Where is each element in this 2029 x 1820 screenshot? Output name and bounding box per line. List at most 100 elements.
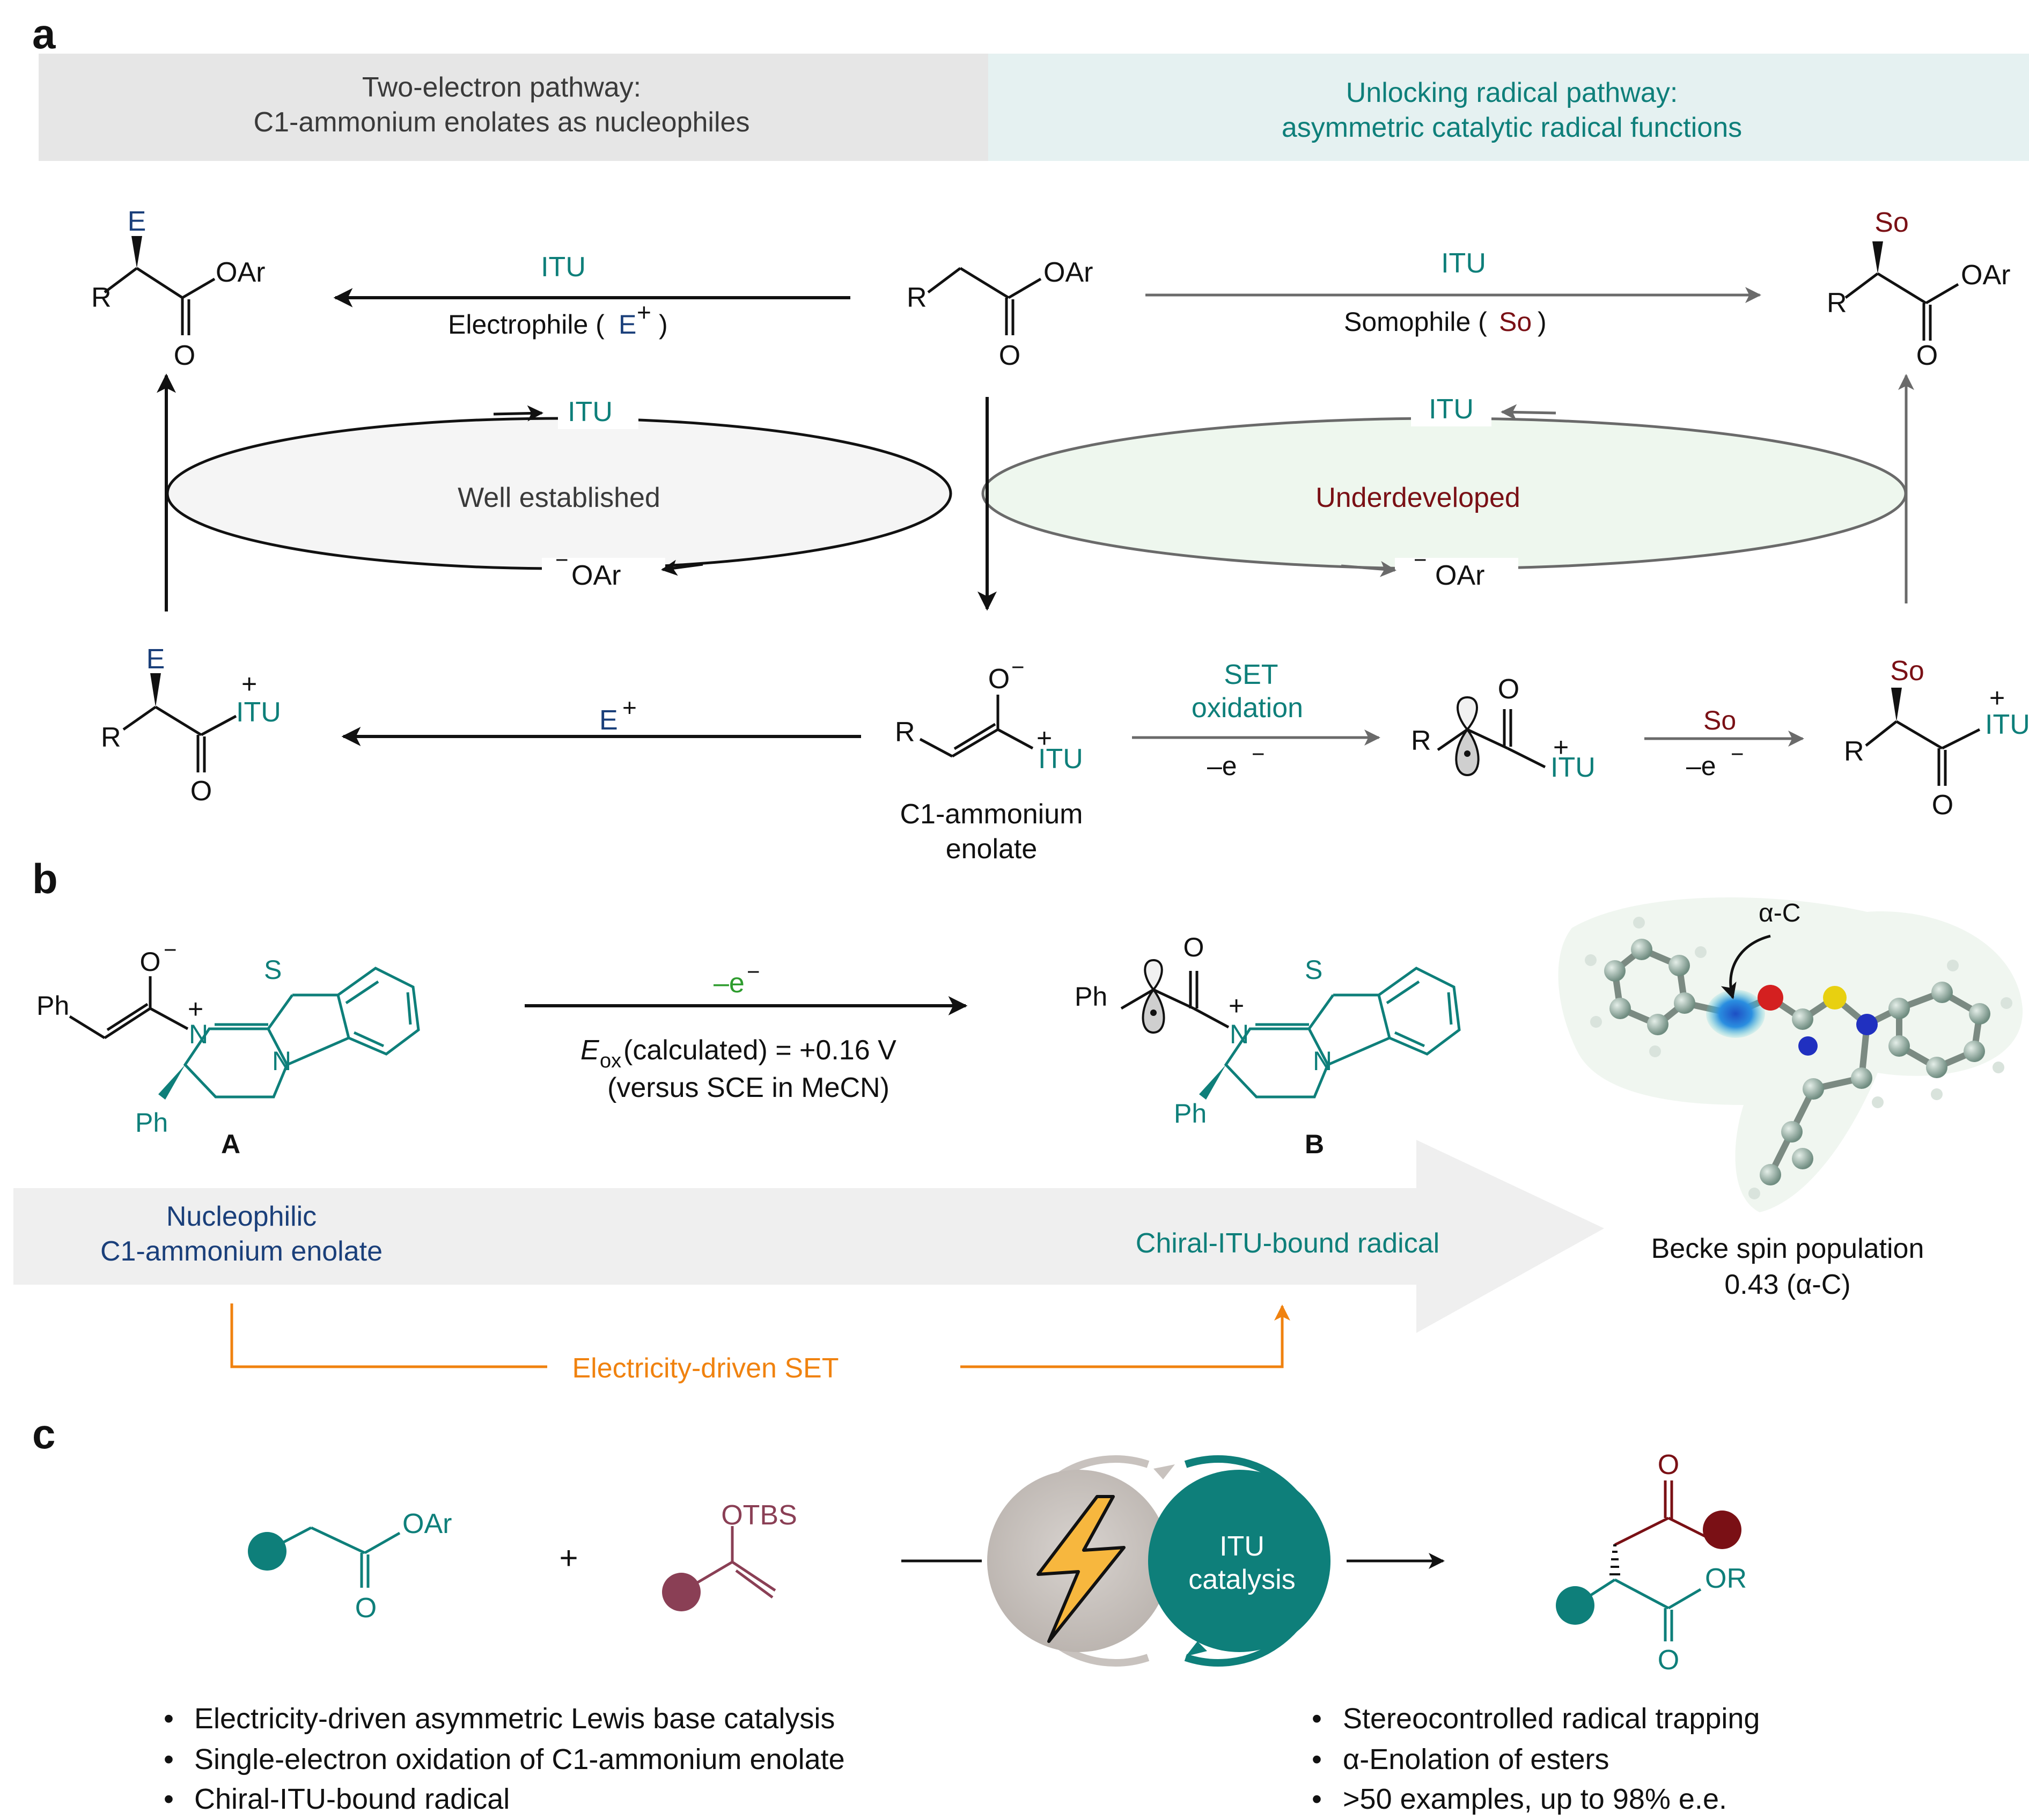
set-label-2: oxidation — [1192, 692, 1303, 724]
atom-O: O — [1932, 790, 1953, 821]
acylammonium-E — [122, 673, 237, 772]
bottom-left-arrow-E: E — [599, 705, 618, 736]
compound-A-structure — [69, 967, 420, 1100]
product-O-top: O — [1658, 1449, 1679, 1480]
orbital-lobe-icon — [1455, 696, 1480, 777]
product-somophile — [1844, 241, 1959, 341]
enol-dot — [662, 1573, 701, 1611]
cycle-left-minus: − — [555, 547, 569, 572]
set-label-1: SET — [1224, 659, 1278, 690]
right-arrow-So: So — [1499, 307, 1532, 337]
catalysis-line-2: catalysis — [1188, 1564, 1295, 1595]
c-O: O — [355, 1593, 377, 1624]
atom-O: O — [140, 947, 161, 977]
cycle-left-label: Well established — [458, 482, 660, 513]
radical-intermediate — [1437, 709, 1546, 769]
set-minus-sup: − — [1252, 741, 1265, 767]
atom-R: R — [91, 282, 112, 313]
atom-O: O — [174, 340, 195, 371]
panel-a-label: a — [32, 10, 56, 57]
panel-c-label: c — [32, 1410, 55, 1457]
atom-R: R — [1827, 288, 1847, 319]
bullet-right-2: α-Enolation of esters — [1343, 1743, 1609, 1775]
bullet-dot: • — [1312, 1783, 1322, 1815]
c1-ammonium-enolate — [919, 695, 1034, 758]
left-arrow-ITU: ITU — [541, 252, 586, 283]
atom-O: O — [1916, 340, 1938, 371]
compound-B-label: B — [1305, 1129, 1324, 1159]
atom-R: R — [1411, 725, 1431, 756]
orange-path-right — [960, 1305, 1290, 1368]
atom-O: O — [1183, 932, 1204, 962]
cycle-left-arrow-bottom — [661, 559, 703, 576]
right-arrow-close: ) — [1538, 307, 1547, 337]
catalysis-line-1: ITU — [1219, 1531, 1265, 1562]
cycle-left-ITU: ITU — [568, 396, 613, 428]
eox-conditions: (versus SCE in MeCN) — [607, 1072, 889, 1103]
substrate-ester — [927, 267, 1042, 335]
cycle-right-gap — [1411, 394, 1491, 426]
atom-O: O — [999, 340, 1020, 371]
atom-N: N — [1313, 1046, 1332, 1076]
cycle-left-arrow-top — [493, 405, 543, 422]
c-OAr: OAr — [402, 1508, 452, 1539]
bullets-right: • Stereocontrolled radical trapping • α-… — [1312, 1703, 1760, 1815]
atom-R: R — [1844, 736, 1864, 767]
band-left-1: Nucleophilic — [166, 1201, 317, 1232]
atom-S: S — [1305, 955, 1322, 985]
enolate-label-2: enolate — [946, 834, 1038, 865]
header-right-band — [988, 54, 2029, 161]
reactant-ester — [267, 1526, 401, 1588]
atom-So: So — [1890, 655, 1924, 687]
left-arrow-E: E — [619, 310, 636, 340]
alpha-c-label: α-C — [1759, 899, 1800, 927]
bullet-dot: • — [164, 1743, 174, 1775]
atom-R: R — [895, 717, 915, 748]
left-arrow-label: Electrophile ( — [448, 310, 605, 340]
eox-sub: ox — [600, 1050, 621, 1072]
left-arrow-close: ) — [659, 310, 668, 340]
bullets-left: • Electricity-driven asymmetric Lewis ba… — [164, 1703, 845, 1815]
product-electrophile — [104, 236, 216, 335]
atom-O: O — [1498, 674, 1519, 705]
atom-ITU: ITU — [1985, 709, 2029, 740]
right-arrow-ITU: ITU — [1441, 248, 1486, 279]
orbital-lobe-icon — [1142, 959, 1165, 1034]
atom-N: N — [189, 1019, 208, 1049]
atom-O: O — [988, 664, 1010, 695]
atom-E: E — [128, 206, 146, 237]
atom-ITU: ITU — [1550, 752, 1596, 783]
bullet-dot: • — [1312, 1703, 1322, 1735]
atom-ITU: ITU — [236, 697, 281, 728]
atom-ITU: ITU — [1038, 743, 1083, 775]
atom-plus: + — [1036, 723, 1052, 753]
cycle-right-OAr: OAr — [1435, 560, 1484, 591]
cycle-right-ITU: ITU — [1429, 394, 1474, 425]
product-1-4-dicarbonyl — [1576, 1480, 1712, 1641]
bullet-right-3: >50 examples, up to 98% e.e. — [1343, 1783, 1727, 1815]
bullet-left-3: Chiral-ITU-bound radical — [194, 1783, 510, 1815]
bullet-dot: • — [164, 1783, 174, 1815]
atom-plus: + — [1229, 991, 1244, 1021]
cycle-right-gap2 — [1395, 558, 1518, 590]
panel-b-label: b — [32, 855, 58, 902]
atom-N: N — [272, 1046, 291, 1076]
so-minus-sup: − — [1731, 741, 1744, 767]
atom-minus: − — [1011, 654, 1025, 680]
panel-a-header: Two-electron pathway: C1-ammonium enolat… — [39, 54, 2029, 161]
acylammonium-So — [1865, 688, 1981, 786]
atom-So: So — [1874, 207, 1909, 238]
bullet-dot: • — [164, 1703, 174, 1735]
right-arrow-label: Somophile ( — [1344, 307, 1487, 337]
atom-OAr: OAr — [1961, 260, 2010, 291]
b-minus-sup: − — [747, 959, 760, 984]
compound-B-structure — [1120, 967, 1461, 1100]
atom-plus: + — [241, 669, 257, 699]
atom-N: N — [1230, 1019, 1249, 1049]
bottom-left-arrow-plus: + — [622, 694, 637, 721]
becke-line-1: Becke spin population — [1651, 1233, 1924, 1264]
enolate-label-1: C1-ammonium — [900, 799, 1083, 830]
atom-plus: + — [188, 994, 203, 1024]
bullet-left-1: Electricity-driven asymmetric Lewis base… — [194, 1703, 835, 1735]
bullet-right-1: Stereocontrolled radical trapping — [1343, 1703, 1760, 1735]
